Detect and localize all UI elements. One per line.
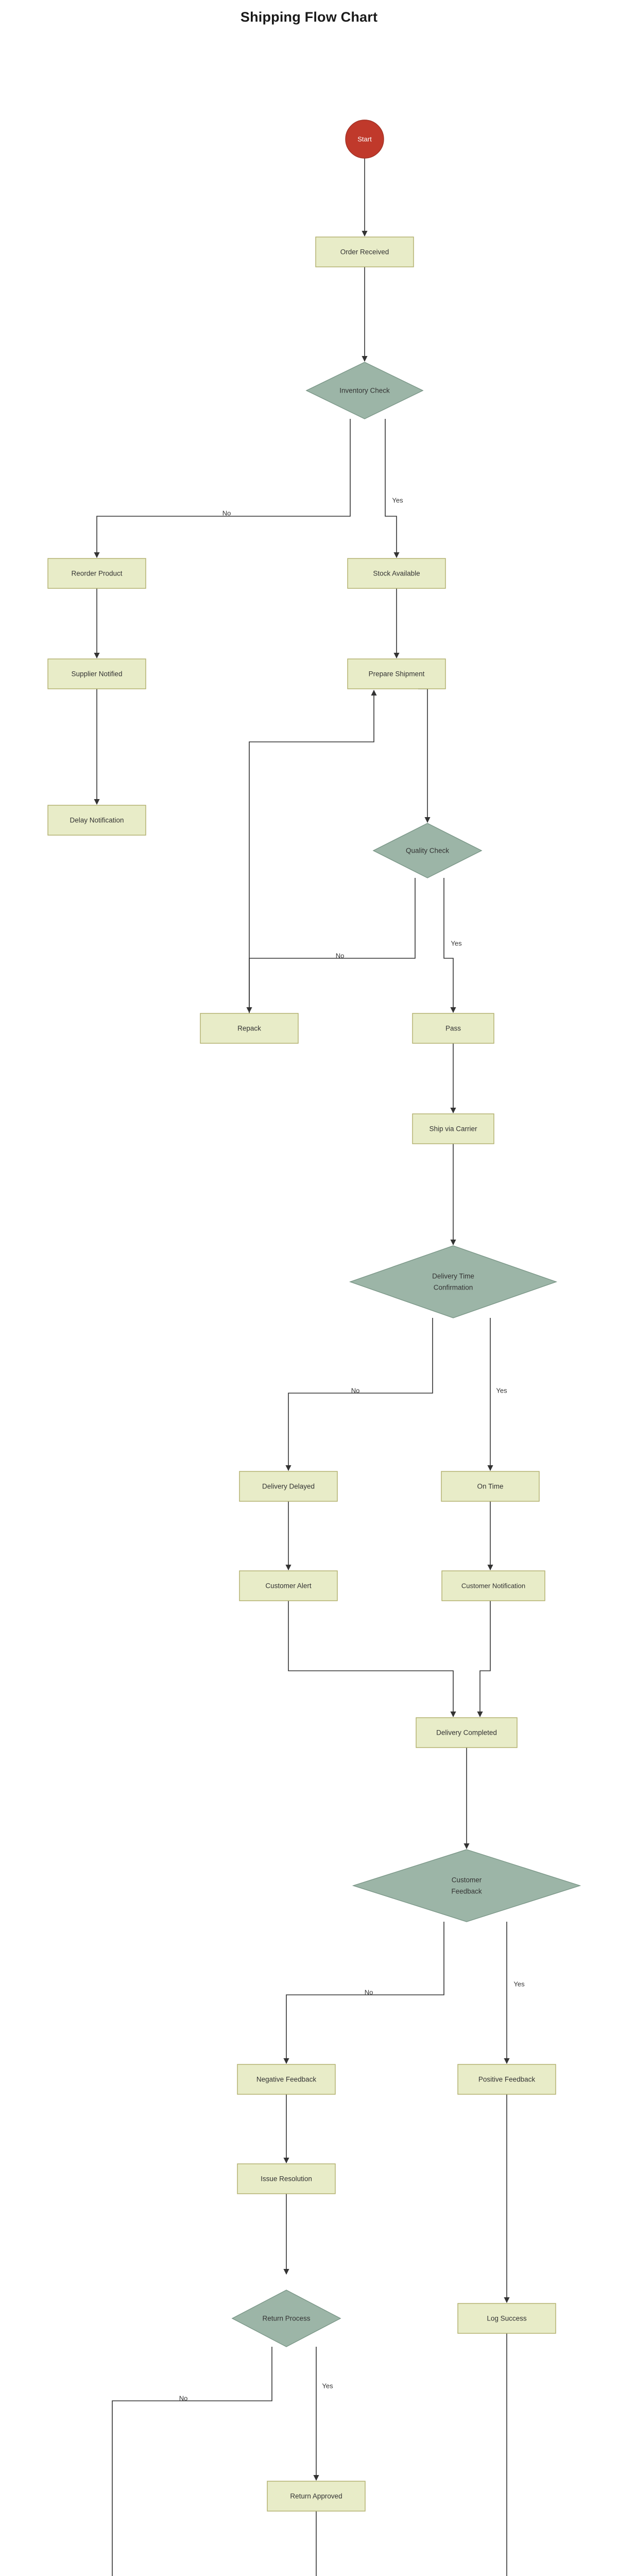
node-inventory-check[interactable]: Inventory Check (305, 362, 424, 419)
node-negative-feedback[interactable]: Negative Feedback (237, 2064, 336, 2095)
edge-delivery-time-delivery-delayed (285, 1318, 433, 1471)
node-ship-via-carrier[interactable]: Ship via Carrier (412, 1113, 494, 1144)
node-label-order-received: Order Received (340, 248, 389, 256)
node-label-reorder-product: Reorder Product (71, 570, 122, 578)
node-repack[interactable]: Repack (200, 1013, 299, 1044)
node-label-on-time: On Time (477, 1483, 503, 1490)
edge-customer-notification-delivery-completed (477, 1601, 491, 1718)
edge-inventory-check-reorder-product (94, 419, 351, 558)
node-stock-available[interactable]: Stock Available (347, 558, 446, 589)
edge-prepare-shipment-quality-check (418, 688, 431, 823)
node-return-process[interactable]: Return Process (231, 2290, 341, 2347)
node-label-quality-check: Quality Check (406, 847, 449, 855)
node-prepare-shipment[interactable]: Prepare Shipment (347, 658, 446, 689)
node-positive-feedback[interactable]: Positive Feedback (457, 2064, 556, 2095)
node-delay-notification[interactable]: Delay Notification (47, 805, 146, 836)
node-label-pass: Pass (445, 1025, 461, 1032)
node-label-delivery-time-line2: Confirmation (434, 1284, 473, 1292)
node-label-customer-alert: Customer Alert (265, 1582, 312, 1590)
node-return-approved[interactable]: Return Approved (267, 2481, 366, 2512)
node-order-received[interactable]: Order Received (315, 236, 414, 267)
node-issue-resolution[interactable]: Issue Resolution (237, 2163, 336, 2194)
node-label-repack: Repack (237, 1025, 261, 1032)
node-label-return-process: Return Process (262, 2315, 310, 2323)
node-label-start: Start (357, 135, 372, 143)
node-label-log-success: Log Success (487, 2315, 527, 2323)
node-label-supplier-notified: Supplier Notified (71, 670, 122, 678)
edge-customer-feedback-negative-feedback (283, 1922, 444, 2064)
edge-label-feedback-no: No (365, 1988, 373, 1996)
node-label-customer-notification: Customer Notification (461, 1582, 525, 1589)
edge-label-return-yes: Yes (322, 2382, 333, 2389)
node-on-time[interactable]: On Time (441, 1471, 540, 1502)
page-title: Shipping Flow Chart (240, 9, 378, 25)
node-label-prepare-shipment: Prepare Shipment (369, 670, 425, 678)
edge-label-delivery-no: No (351, 1386, 360, 1394)
node-label-positive-feedback: Positive Feedback (478, 2076, 536, 2083)
node-supplier-notified[interactable]: Supplier Notified (47, 658, 146, 689)
node-label-customer-feedback-line2: Feedback (451, 1888, 482, 1895)
edge-label-return-no: No (179, 2394, 188, 2402)
node-label-delay-notification: Delay Notification (70, 817, 124, 824)
edge-label-quality-no: No (336, 952, 345, 959)
edge-repack-prepare-shipment (249, 689, 377, 1013)
edge-quality-check-pass (443, 878, 456, 1013)
edge-label-delivery-yes: Yes (496, 1386, 507, 1394)
node-customer-notification[interactable]: Customer Notification (441, 1570, 545, 1601)
node-label-delivery-time-line1: Delivery Time (432, 1273, 474, 1280)
node-delivery-completed[interactable]: Delivery Completed (416, 1717, 518, 1748)
edge-inventory-check-stock-available (385, 419, 400, 558)
node-pass[interactable]: Pass (412, 1013, 494, 1044)
node-label-issue-resolution: Issue Resolution (261, 2175, 312, 2183)
nodes-layer: Start Order Received Inventory Check Reo… (47, 120, 581, 2512)
edge-label-feedback-yes: Yes (513, 1980, 525, 1988)
edge-label-inventory-no: No (222, 509, 231, 517)
node-label-delivery-delayed: Delivery Delayed (262, 1483, 315, 1490)
edge-return-process-return-denied (109, 2347, 272, 2576)
node-label-inventory-check: Inventory Check (339, 387, 390, 395)
node-reorder-product[interactable]: Reorder Product (47, 558, 146, 589)
node-label-stock-available: Stock Available (373, 570, 420, 578)
node-log-success[interactable]: Log Success (457, 2303, 556, 2334)
node-label-delivery-completed: Delivery Completed (436, 1729, 497, 1737)
node-label-negative-feedback: Negative Feedback (256, 2076, 317, 2083)
edge-customer-alert-delivery-completed (288, 1601, 456, 1718)
node-delivery-delayed[interactable]: Delivery Delayed (239, 1471, 338, 1502)
node-start[interactable]: Start (345, 120, 384, 159)
node-customer-feedback[interactable]: Customer Feedback (352, 1849, 581, 1922)
edges-layer (94, 158, 510, 2576)
node-quality-check[interactable]: Quality Check (372, 823, 483, 878)
node-label-ship-via-carrier: Ship via Carrier (429, 1125, 477, 1133)
edge-labels-layer: No Yes No Yes No Yes No Yes No Yes (179, 496, 525, 2402)
node-customer-alert[interactable]: Customer Alert (239, 1570, 338, 1601)
edge-label-inventory-yes: Yes (392, 496, 403, 504)
node-label-customer-feedback-line1: Customer (452, 1876, 482, 1884)
edge-label-quality-yes: Yes (451, 939, 462, 947)
edge-quality-check-repack (246, 878, 416, 1013)
node-label-return-approved: Return Approved (290, 2493, 342, 2500)
node-delivery-time-confirmation[interactable]: Delivery Time Confirmation (349, 1245, 558, 1318)
